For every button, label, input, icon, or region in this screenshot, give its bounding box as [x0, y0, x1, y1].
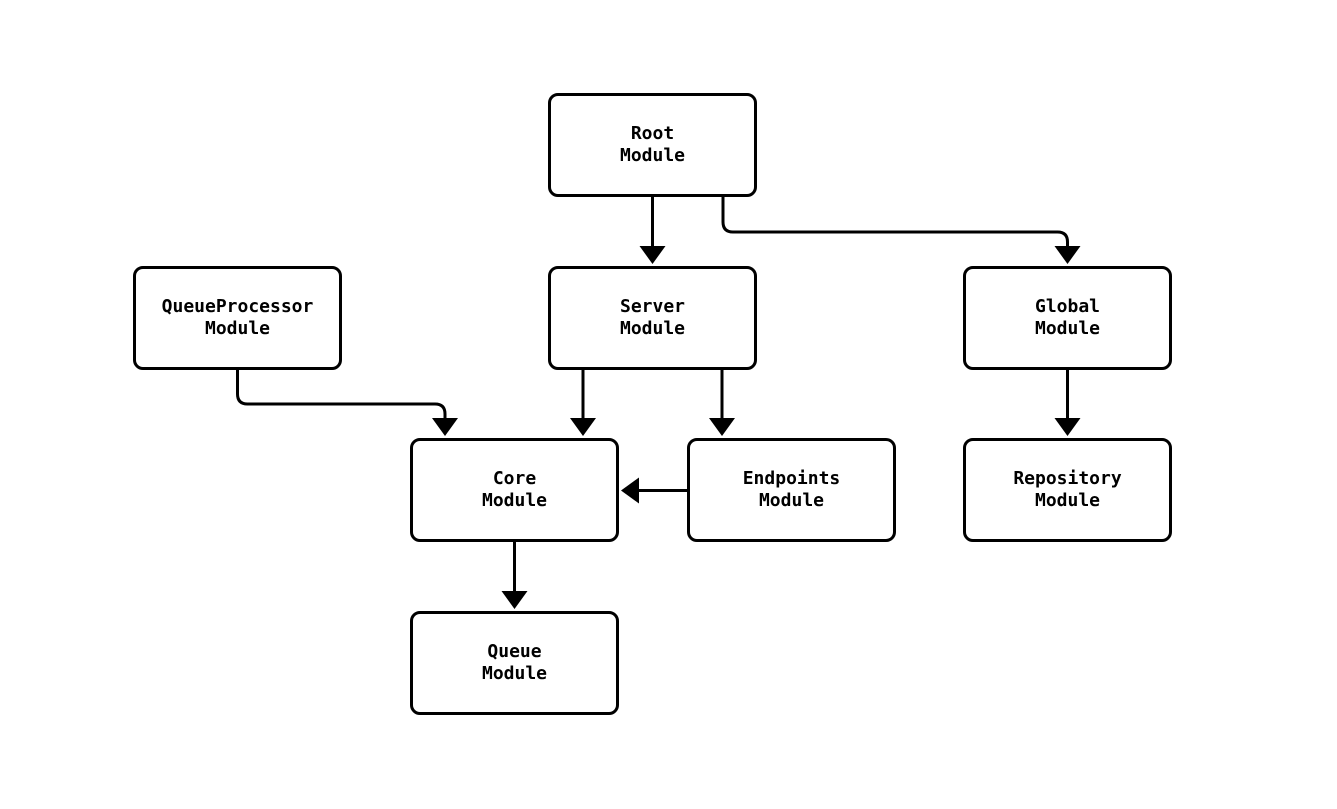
arrowhead-icon: [1054, 246, 1081, 264]
node-label: Endpoints Module: [742, 468, 841, 511]
node-label: Server Module: [619, 296, 686, 339]
arrowhead-icon: [709, 418, 735, 436]
node-label: Queue Module: [481, 641, 548, 684]
node-endpoints-module: Endpoints Module: [687, 438, 896, 542]
node-core-module: Core Module: [410, 438, 619, 542]
node-repository-module: Repository Module: [963, 438, 1172, 542]
edge-queueprocessor-to-core: [236, 370, 458, 436]
edge-server-to-core: [570, 370, 596, 436]
edge-global-to-repository: [1054, 370, 1081, 436]
arrowhead-icon: [621, 477, 639, 504]
node-queue-module: Queue Module: [410, 611, 619, 715]
arrowhead-icon: [1054, 418, 1081, 436]
edge-root-to-server: [639, 197, 666, 264]
node-global-module: Global Module: [963, 266, 1172, 370]
arrowhead-icon: [432, 418, 458, 436]
node-root-module: Root Module: [548, 93, 757, 197]
node-queueprocessor-module: QueueProcessor Module: [133, 266, 342, 370]
node-server-module: Server Module: [548, 266, 757, 370]
node-label: Repository Module: [1013, 468, 1122, 511]
edge-server-to-endpoints: [709, 370, 735, 436]
node-label: Global Module: [1034, 296, 1101, 339]
edge-core-to-queue: [501, 542, 528, 609]
arrowhead-icon: [570, 418, 596, 436]
edge-endpoints-to-core: [621, 477, 687, 504]
node-label: Core Module: [481, 468, 548, 511]
node-label: Root Module: [619, 123, 686, 166]
edge-root-to-global: [721, 197, 1081, 264]
arrowhead-icon: [501, 591, 528, 609]
node-label: QueueProcessor Module: [161, 296, 314, 339]
arrowhead-icon: [639, 246, 666, 264]
